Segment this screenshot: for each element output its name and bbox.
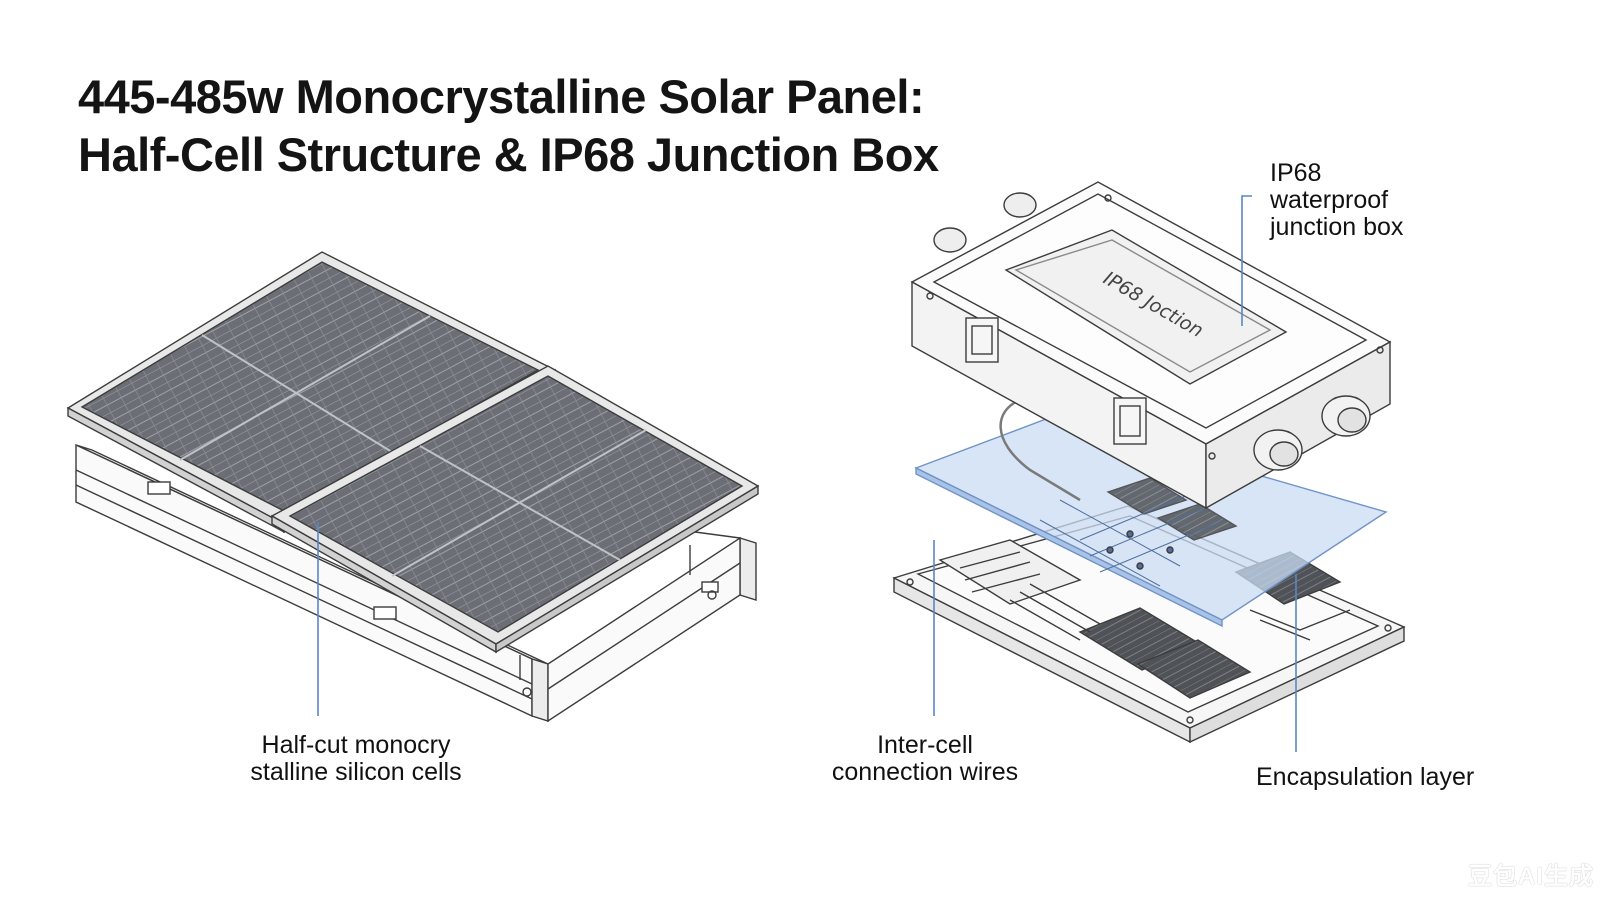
leader-junction-box [1241, 195, 1252, 326]
encapsulation-layer [914, 415, 1388, 628]
solar-module-right [270, 365, 760, 654]
leader-lines [317, 195, 1297, 752]
label-half-cut-cells: Half-cut monocry stalline silicon cells [250, 731, 462, 786]
label-encapsulation-layer: Encapsulation layer [1256, 763, 1475, 791]
junction-box: IP68 Joction [910, 181, 1392, 510]
solar-panel-assembly [66, 251, 760, 723]
diagram-title: 445-485w Monocrystalline Solar Panel: Ha… [78, 68, 939, 184]
watermark: 豆包AI生成 [1468, 863, 1594, 890]
cable-gland [933, 192, 1371, 471]
label-inter-cell-wires: Inter-cell connection wires [831, 731, 1019, 786]
label-junction-box: IP68 waterproof junction box [1270, 159, 1404, 241]
connection-wire [999, 398, 1081, 502]
title-line-2: Half-Cell Structure & IP68 Junction Box [78, 128, 939, 181]
title-line-1: 445-485w Monocrystalline Solar Panel: [78, 70, 925, 123]
junction-box-assembly: IP68 Joction [892, 181, 1406, 744]
